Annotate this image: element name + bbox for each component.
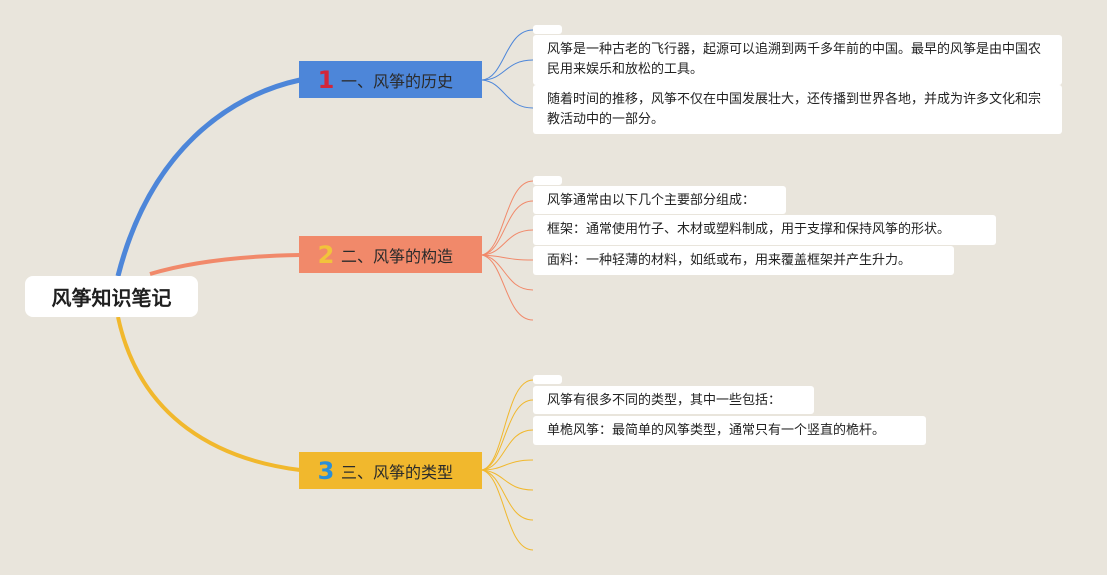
connector-b2-item3: [481, 254, 534, 261]
leaf-node-types-1[interactable]: 风筝有很多不同的类型，其中一些包括：: [533, 386, 814, 414]
branch-title: 三、风筝的类型: [341, 462, 454, 482]
leaf-text: 风筝有很多不同的类型，其中一些包括：: [547, 393, 782, 408]
leaf-node-structure-1[interactable]: 风筝通常由以下几个主要部分组成：: [533, 186, 786, 214]
connector-root-branch3: [116, 316, 301, 472]
connector-b3-empty3: [481, 469, 534, 521]
connector-b3-stub: [481, 379, 534, 471]
connector-b3-item1: [481, 399, 534, 471]
leaf-node-history-2[interactable]: 随着时间的推移，风筝不仅在中国发展壮大，还传播到世界各地，并成为许多文化和宗教活…: [533, 85, 1062, 134]
branch-node-history[interactable]: 1 一、风筝的历史: [299, 61, 482, 98]
branch-number-badge: 3: [317, 456, 335, 485]
connector-b3-empty4: [481, 469, 534, 551]
branch-title: 二、风筝的构造: [341, 246, 454, 266]
empty-leaf-node[interactable]: [533, 176, 562, 185]
leaf-text: 单桅风筝：最简单的风筝类型，通常只有一个竖直的桅杆。: [547, 423, 886, 438]
connector-b3-empty1: [481, 459, 534, 471]
connector-b3-empty2: [481, 469, 534, 491]
connector-b1-stub: [481, 29, 534, 81]
connector-b1-item1: [481, 59, 534, 81]
connector-b2-item2: [481, 229, 534, 256]
leaf-node-types-2[interactable]: 单桅风筝：最简单的风筝类型，通常只有一个竖直的桅杆。: [533, 416, 926, 445]
root-title: 风筝知识笔记: [51, 286, 172, 310]
leaf-text: 风筝是一种古老的飞行器，起源可以追溯到两千多年前的中国。最早的风筝是由中国农民用…: [547, 42, 1042, 77]
connector-root-branch2: [149, 253, 301, 276]
empty-leaf-node[interactable]: [533, 375, 562, 384]
branch-title: 一、风筝的历史: [341, 71, 454, 91]
leaf-text: 面料：一种轻薄的材料，如纸或布，用来覆盖框架并产生升力。: [547, 253, 912, 268]
branch-number-badge: 2: [317, 240, 335, 269]
connector-b3-item2: [481, 429, 534, 471]
branch-node-types[interactable]: 3 三、风筝的类型: [299, 452, 482, 489]
root-node[interactable]: 风筝知识笔记: [25, 276, 198, 317]
leaf-node-structure-2[interactable]: 框架：通常使用竹子、木材或塑料制成，用于支撑和保持风筝的形状。: [533, 215, 996, 245]
branch-number-badge: 1: [317, 65, 335, 94]
branch-node-structure[interactable]: 2 二、风筝的构造: [299, 236, 482, 273]
connector-b1-item2: [481, 79, 534, 109]
leaf-node-structure-3[interactable]: 面料：一种轻薄的材料，如纸或布，用来覆盖框架并产生升力。: [533, 246, 954, 275]
connector-b2-empty1: [481, 254, 534, 291]
connector-root-branch1: [115, 77, 301, 277]
leaf-node-history-1[interactable]: 风筝是一种古老的飞行器，起源可以追溯到两千多年前的中国。最早的风筝是由中国农民用…: [533, 35, 1062, 85]
leaf-text: 风筝通常由以下几个主要部分组成：: [547, 193, 756, 208]
empty-leaf-node[interactable]: [533, 25, 562, 34]
leaf-text: 随着时间的推移，风筝不仅在中国发展壮大，还传播到世界各地，并成为许多文化和宗教活…: [547, 92, 1042, 127]
leaf-text: 框架：通常使用竹子、木材或塑料制成，用于支撑和保持风筝的形状。: [547, 222, 951, 237]
connector-b2-empty2: [481, 254, 534, 321]
connector-b2-stub: [481, 180, 534, 256]
connector-b2-item1: [481, 200, 534, 256]
